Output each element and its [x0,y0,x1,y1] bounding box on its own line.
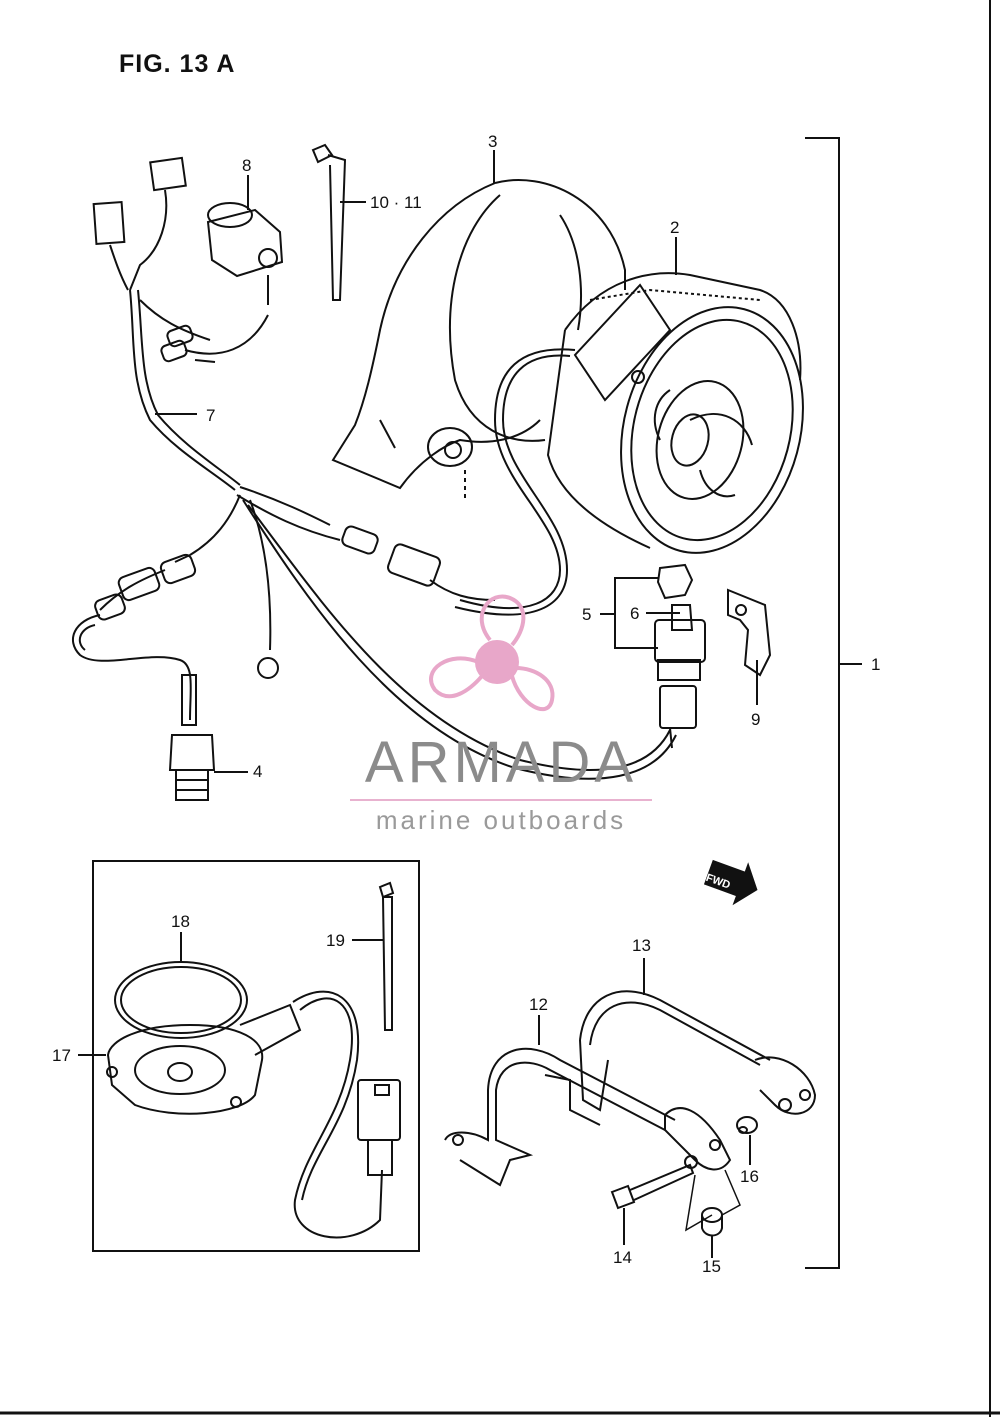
callout-1: 1 [871,655,881,674]
callout-12: 12 [529,995,548,1014]
callout-2: 2 [670,218,680,237]
wire-harness-7 [71,156,677,780]
brand-divider [350,799,652,801]
armada-watermark: ARMADA marine outboards [346,733,656,836]
forward-arrow [703,859,758,906]
brand-tagline: marine outboards [375,805,627,835]
callout-17: 17 [52,1046,71,1065]
fan-cable [459,348,576,609]
bracket-13 [579,958,817,1115]
callout-9: 9 [751,710,761,729]
collar-15 [685,1169,741,1258]
callout-4: 4 [253,762,263,781]
callout-15: 15 [702,1257,721,1276]
cable-tie-10-11 [311,143,366,301]
bolt-14 [610,1163,695,1245]
callout-13: 13 [632,936,651,955]
callout-10-11: 10 · 11 [370,193,422,212]
fan-motor [546,272,804,554]
brand-name: ARMADA [364,730,638,795]
sensor-17 [78,990,401,1239]
assembly-bracket [805,137,862,1269]
switch-8 [206,175,284,305]
relay-5-6 [600,563,706,749]
callout-3: 3 [488,132,498,151]
nut-16 [736,1116,758,1165]
harness-connectors [94,525,496,621]
temperature-sender-4 [168,674,248,801]
callout-7: 7 [206,406,216,425]
callout-16: 16 [740,1167,759,1186]
callout-5: 5 [582,605,592,624]
bracket-plate [664,1107,732,1171]
cable-tie-19 [352,881,395,1031]
callout-18: 18 [171,912,190,931]
armada-propeller-logo [429,594,555,712]
figure-title: FIG. 13 A [119,50,236,78]
callout-6: 6 [630,604,640,623]
bracket-12 [444,1015,676,1187]
callout-19: 19 [326,931,345,950]
callout-14: 14 [613,1248,632,1267]
fan-shroud [331,179,626,500]
clip-9 [727,588,772,705]
o-ring-18 [114,932,248,1039]
callout-8: 8 [242,156,252,175]
